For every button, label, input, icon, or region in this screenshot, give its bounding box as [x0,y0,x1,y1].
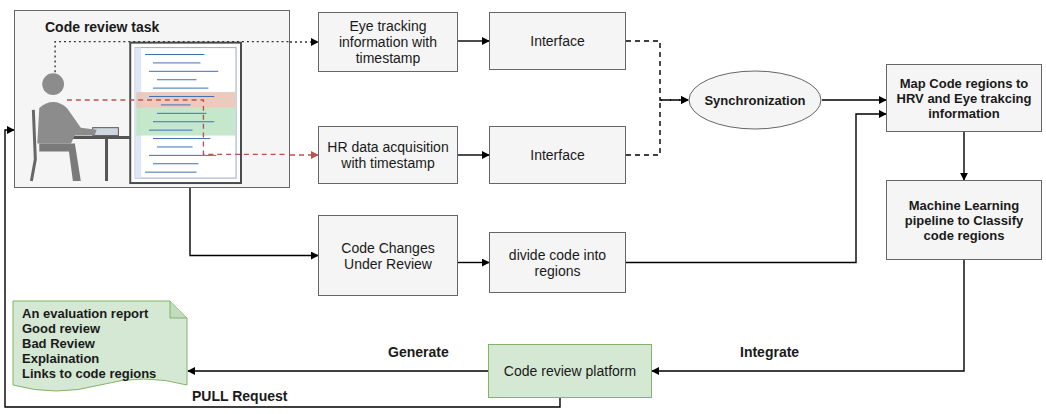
connector [822,99,886,100]
node-text: Links to code regions [22,366,156,381]
connector [963,132,964,180]
edge-label: PULL Request [189,388,290,404]
node-text: Machine Learning pipeline to Classify co… [893,198,1035,243]
text-holder: Machine Learning pipeline to Classify co… [887,181,1041,259]
node-text: Map Code regions to HRV and Eye trakcing… [893,76,1035,121]
process-box: Map Code regions to HRV and Eye trakcing… [886,64,1042,132]
text-holder: Interface [490,13,625,69]
process-box: Code Changes Under Review [318,215,458,296]
connector [290,154,318,155]
process-box: divide code into regions [489,232,626,293]
node-text: Interface [530,147,584,163]
connector [188,370,488,371]
connector [626,114,886,263]
node-text: Explaination [22,351,99,366]
text-holder: Code review platform [489,345,651,397]
text-holder: HR data acquisition with timestamp [319,127,457,183]
node-text: Synchronization [704,93,805,108]
edge-label: Integrate [737,344,802,360]
process-box: Interface [489,12,626,70]
text-holder: Eye tracking information with timestamp [319,13,457,71]
process-box: Eye tracking information with timestamp [318,12,458,72]
connector [190,188,318,256]
reviewer-illustration [15,11,289,187]
connector [458,40,489,41]
process-box: Code review platform [488,344,652,398]
report-document: An evaluation reportGood reviewBad Revie… [12,300,188,395]
task-panel: Code review task [14,10,290,188]
sync-ellipse: Synchronization [688,70,822,130]
node-text: divide code into regions [496,247,619,279]
node-text: Eye tracking information with timestamp [325,18,451,66]
connector [458,262,489,263]
node-text: Good review [22,321,100,336]
connector [458,154,489,155]
node-text: Code Changes Under Review [325,240,451,272]
process-box: HR data acquisition with timestamp [318,126,458,184]
connector [626,100,688,155]
connector [626,41,688,100]
edge-label: Generate [385,344,452,360]
text-holder: Synchronization [688,70,822,130]
text-holder: An evaluation reportGood reviewBad Revie… [12,300,188,395]
node-text: HR data acquisition with timestamp [325,139,451,171]
text-holder: Code review task [15,11,289,35]
text-holder: Interface [490,127,625,183]
node-text: An evaluation report [22,306,148,321]
node-text: Code review platform [504,363,636,379]
process-box: Machine Learning pipeline to Classify co… [886,180,1042,260]
panel-title: Code review task [45,19,159,35]
text-holder: divide code into regions [490,233,625,292]
node-text: Interface [530,33,584,49]
node-text: Bad Review [22,336,95,351]
text-holder: Code Changes Under Review [319,216,457,295]
connector [290,41,318,42]
text-holder: Map Code regions to HRV and Eye trakcing… [887,65,1041,131]
process-box: Interface [489,126,626,184]
connector [652,260,964,371]
